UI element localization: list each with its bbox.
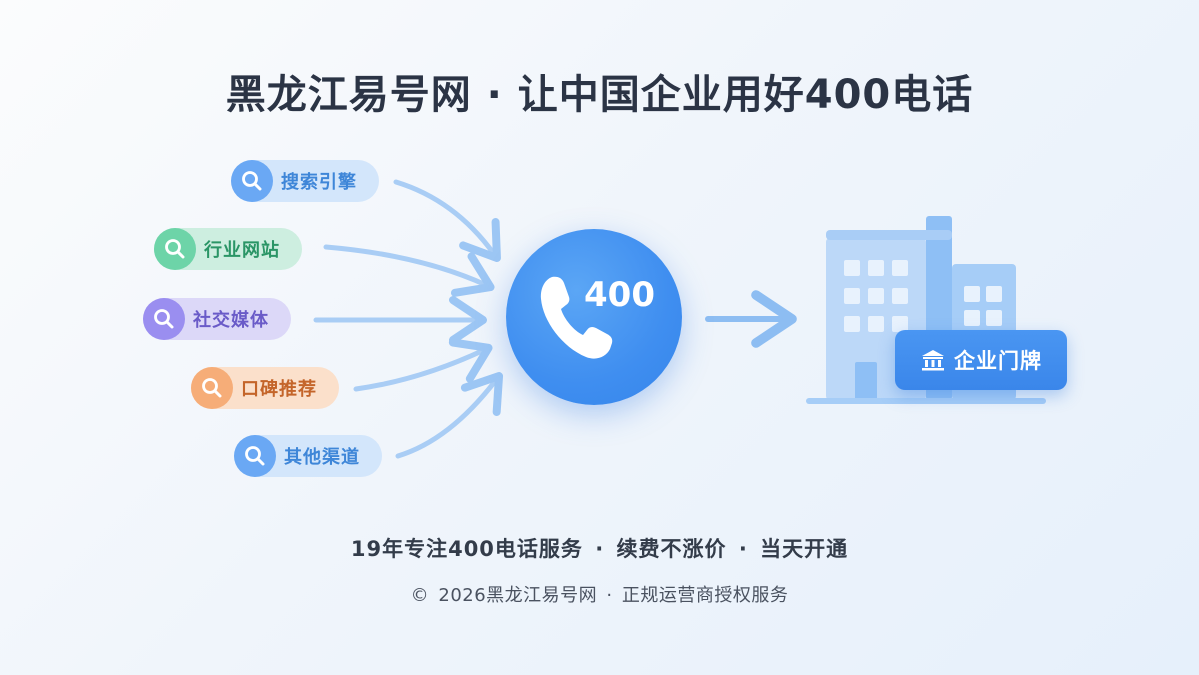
tagline: 19年专注400电话服务 · 续费不涨价 · 当天开通 [350, 537, 849, 561]
search-icon [154, 228, 196, 270]
hub-number: 400 [584, 275, 655, 315]
badge-label: 企业门牌 [954, 349, 1042, 373]
source-industry-sites[interactable]: 行业网站 [154, 228, 302, 270]
arrow-other [395, 372, 504, 459]
source-word-of-mouth[interactable]: 口碑推荐 [191, 367, 339, 409]
arrow-wom [353, 338, 493, 392]
source-other-channels[interactable]: 其他渠道 [234, 435, 382, 477]
search-icon [234, 435, 276, 477]
source-label: 其他渠道 [284, 447, 360, 468]
page-title: 黑龙江易号网 · 让中国企业用好400电话 [225, 72, 974, 118]
bank-icon [922, 350, 944, 371]
source-label: 搜索引擎 [281, 172, 357, 193]
search-icon [231, 160, 273, 202]
search-icon [191, 367, 233, 409]
footer-copyright: © 2026黑龙江易号网 · 正规运营商授权服务 [410, 585, 789, 606]
search-icon [143, 298, 185, 340]
arrow-search [393, 179, 501, 263]
enterprise-badge[interactable]: 企业门牌 [895, 330, 1067, 390]
arrow-industry [323, 244, 495, 297]
source-social-media[interactable]: 社交媒体 [143, 298, 291, 340]
hub-400-circle: 400 [506, 229, 682, 405]
source-label: 社交媒体 [193, 310, 269, 331]
source-search-engine[interactable]: 搜索引擎 [231, 160, 379, 202]
building-icon [806, 216, 1046, 404]
source-label: 口碑推荐 [241, 379, 317, 400]
source-label: 行业网站 [204, 240, 280, 261]
phone-icon [540, 276, 613, 359]
